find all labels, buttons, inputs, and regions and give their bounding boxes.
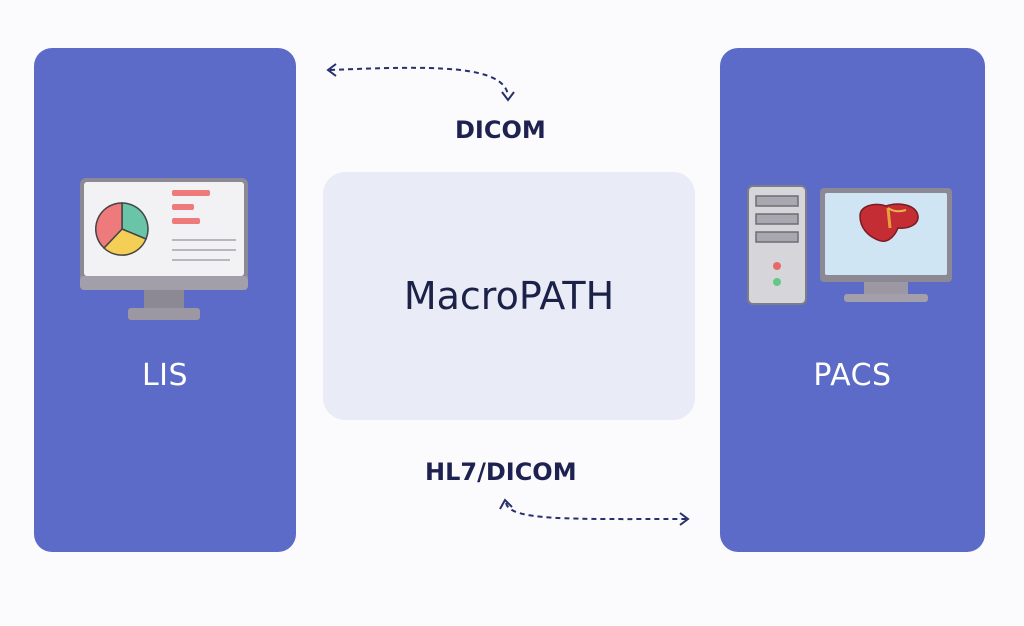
macropath-label: MacroPATH bbox=[403, 274, 615, 318]
lis-panel: LIS bbox=[34, 48, 296, 552]
top-connection-label: DICOM bbox=[455, 116, 546, 144]
bottom-connection-label: HL7/DICOM bbox=[425, 458, 577, 486]
bottom-connector-arrow bbox=[499, 498, 690, 526]
top-connector-arrow bbox=[326, 63, 515, 102]
pacs-label: PACS bbox=[813, 358, 892, 393]
lis-label: LIS bbox=[141, 358, 189, 393]
pacs-panel: PACS bbox=[720, 48, 985, 552]
pacs-computer-icon bbox=[747, 185, 952, 305]
macropath-box: MacroPATH bbox=[323, 172, 695, 420]
lis-monitor-icon bbox=[80, 178, 248, 320]
